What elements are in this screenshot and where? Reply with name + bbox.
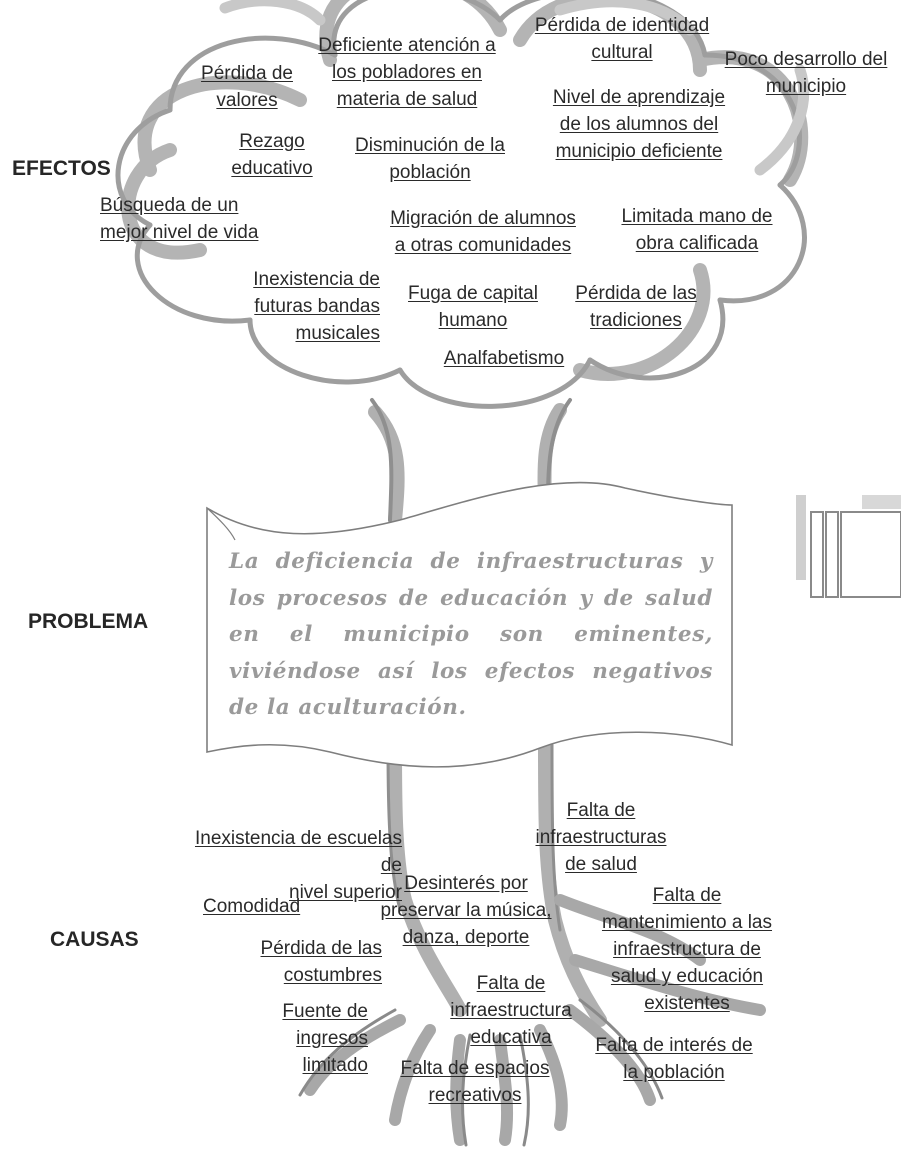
tree-roots	[298, 894, 766, 1147]
effect-fuga: Fuga de capital humano	[408, 283, 538, 331]
section-causas: CAUSAS	[50, 928, 139, 951]
section-problema: PROBLEMA	[28, 610, 149, 633]
effect-migracion: Migración de alumnos a otras comunidades	[390, 208, 576, 256]
problem-banner	[206, 481, 733, 768]
tree-canopy	[115, 0, 810, 409]
cause-perdida-costumbres: Pérdida de las costumbres	[260, 938, 382, 986]
cause-fuente-ingresos: Fuente de ingresos limitado	[282, 1001, 368, 1076]
cause-falta-infra-educativa: Falta de infraestructura educativa	[450, 973, 572, 1048]
cause-falta-espacios: Falta de espacios recreativos	[400, 1058, 550, 1106]
effect-deficiente-atencion: Deficiente atención a los pobladores en …	[318, 35, 496, 110]
cause-inexistencia-escuelas: Inexistencia de escuelas de nivel superi…	[194, 828, 402, 903]
effect-nivel-aprendizaje: Nivel de aprendizaje de los alumnos del …	[552, 87, 726, 162]
effect-analfabetismo: Analfabetismo	[443, 348, 565, 369]
effect-perdida-identidad: Pérdida de identidad cultural	[534, 15, 710, 63]
effect-limitada: Limitada mano de obra calificada	[621, 206, 773, 254]
effect-inexistencia-bandas: Inexistencia de futuras bandas musicales	[253, 269, 380, 344]
cause-falta-interes: Falta de interés de la población	[595, 1035, 753, 1083]
effect-busqueda: Búsqueda de un mejor nivel de vida	[100, 195, 259, 243]
cause-desinteres: Desinterés por preservar la música, danz…	[380, 873, 552, 948]
cause-falta-mantenimiento: Falta de mantenimiento a las infraestruc…	[601, 885, 773, 1014]
effect-perdida-tradiciones: Pérdida de las tradiciones	[575, 283, 697, 331]
cause-comodidad: Comodidad	[203, 896, 301, 917]
effect-poco-desarrollo: Poco desarrollo del municipio	[724, 49, 888, 97]
decorative-bars-icon	[796, 495, 901, 598]
problem-statement: La deficiencia de infraestructuras y los…	[229, 549, 713, 720]
effect-perdida-valores: Pérdida de valores	[201, 63, 293, 111]
section-efectos: EFECTOS	[12, 157, 111, 180]
effect-disminucion: Disminución de la población	[355, 135, 505, 183]
effect-rezago: Rezago educativo	[231, 131, 313, 179]
cause-falta-infra-salud: Falta de infraestructuras de salud	[535, 800, 667, 875]
